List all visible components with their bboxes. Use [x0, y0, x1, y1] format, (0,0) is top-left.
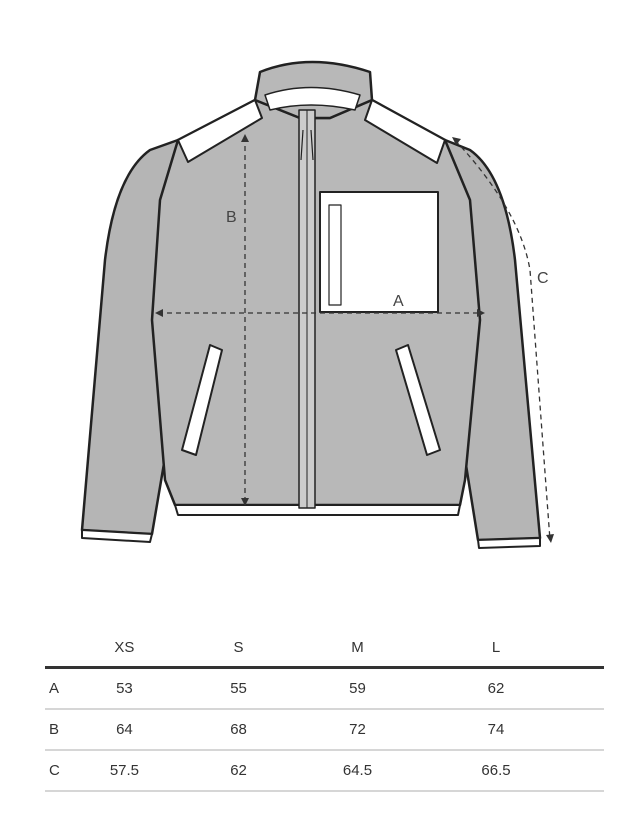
measure-a-label: A [393, 293, 404, 310]
table-cell: 57.5 [98, 750, 151, 792]
table-row: A 53 55 59 62 [45, 667, 604, 710]
row-label: B [45, 709, 99, 751]
right-hand-pocket [395, 344, 441, 456]
table-cell: 74 [387, 709, 604, 751]
table-cell: 68 [150, 709, 327, 751]
table-cell: 53 [98, 667, 151, 710]
measure-c-line [454, 139, 551, 541]
table-cell: 64 [98, 709, 151, 751]
row-label: A [45, 667, 99, 710]
row-label: C [45, 750, 99, 792]
size-header-m: M [326, 628, 388, 669]
table-row: B 64 68 72 74 [45, 709, 604, 751]
measure-b-label: B [226, 209, 237, 226]
table-cell: 72 [326, 709, 388, 751]
jacket-illustration: A B C [80, 60, 554, 549]
size-table: XS S M L A 53 55 59 62 B 64 68 72 74 C 5… [45, 628, 604, 792]
table-row: C 57.5 62 64.5 66.5 [45, 750, 604, 792]
table-cell: 64.5 [326, 750, 388, 792]
left-hand-pocket [181, 344, 223, 456]
size-header-xs: XS [98, 628, 151, 669]
measure-c-label: C [537, 270, 549, 287]
table-cell: 59 [326, 667, 388, 710]
table-cell: 62 [150, 750, 327, 792]
table-cell: 62 [387, 667, 604, 710]
size-header-s: S [150, 628, 327, 669]
table-cell: 55 [150, 667, 327, 710]
table-cell: 66.5 [387, 750, 604, 792]
size-header-row: XS S M L [45, 628, 604, 669]
size-header-l: L [387, 628, 604, 669]
